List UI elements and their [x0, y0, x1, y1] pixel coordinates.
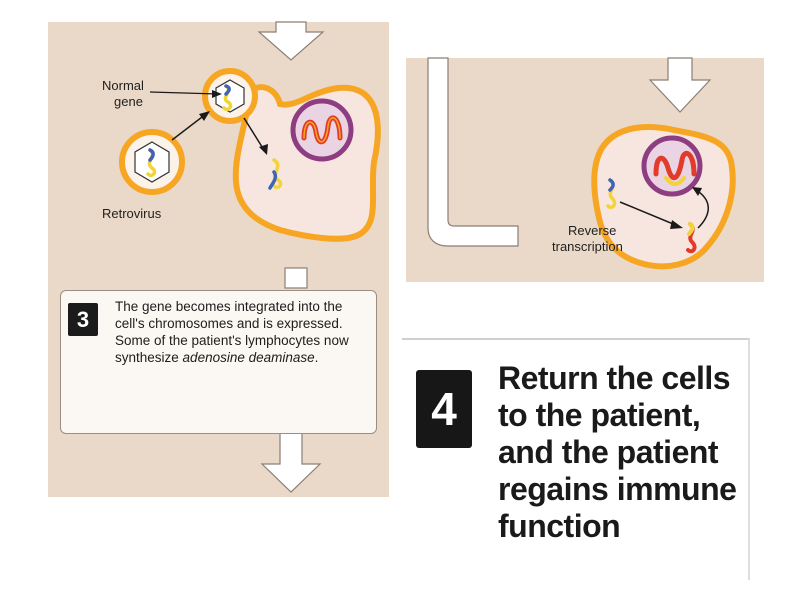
down-arrow-right	[648, 57, 712, 113]
retrovirus-capsid	[134, 141, 170, 183]
left-panel: Normal gene Retrovirus 3 The gene become…	[48, 21, 389, 497]
right-panel: Reverse transcription	[406, 57, 764, 282]
label-normal-line2: gene	[114, 94, 143, 109]
arrow-integrate-head	[692, 187, 702, 196]
step4-line-3: and the patient	[498, 434, 719, 470]
step4-text: Return the cells to the patient, and the…	[498, 360, 750, 545]
arrow-reverse	[619, 201, 679, 227]
right-gene-left-blue	[608, 178, 615, 192]
step3-text-italic: adenosine deaminase	[182, 350, 315, 365]
step3-box: 3 The gene becomes integrated into the c…	[60, 290, 377, 434]
arrow-normal-gene-head	[212, 90, 222, 98]
bracket-shape	[427, 57, 519, 247]
right-diagram: Reverse transcription	[427, 57, 736, 270]
arrow-infect-head	[199, 111, 210, 121]
step3-text-end: .	[314, 350, 319, 365]
right-integrated-gene	[664, 176, 686, 186]
released-gene	[272, 158, 283, 190]
arrow-release	[243, 117, 265, 151]
arrow-reverse-head	[670, 220, 683, 229]
virus-gene-1-blue	[224, 84, 231, 96]
step4-number: 4	[416, 370, 472, 448]
step4-panel: 4 Return the cells to the patient, and t…	[402, 338, 750, 580]
step3-text: The gene becomes integrated into the cel…	[115, 298, 373, 366]
down-arrow-bottom	[260, 431, 322, 493]
nucleus	[290, 98, 354, 162]
step3-number: 3	[68, 303, 98, 336]
arrow-stem-middle	[284, 267, 308, 289]
retrovirus-rna-blue	[148, 148, 155, 162]
label-normal-line1: Normal	[102, 78, 144, 93]
step4-line-5: function	[498, 508, 621, 544]
label-retrovirus: Retrovirus	[102, 206, 162, 221]
released-gene-blue	[268, 170, 278, 190]
step4-line-1: Return the cells	[498, 360, 731, 396]
label-transcription: transcription	[552, 239, 623, 254]
label-reverse: Reverse	[568, 223, 616, 238]
step4-line-4: regains immune	[498, 471, 737, 507]
step3-text-plain: The gene becomes integrated into the cel…	[115, 299, 349, 365]
arrow-release-head	[259, 144, 268, 155]
left-diagram: Normal gene Retrovirus	[102, 21, 381, 493]
right-chromosome	[653, 150, 697, 180]
right-dna-yellow	[687, 222, 695, 236]
virus-capsid-1	[215, 79, 245, 113]
arrow-infect	[171, 113, 207, 141]
step4-line-2: to the patient,	[498, 397, 701, 433]
down-arrow-top	[257, 21, 325, 61]
arrow-normal-gene	[149, 91, 219, 95]
chromosome-highlight	[303, 117, 341, 143]
